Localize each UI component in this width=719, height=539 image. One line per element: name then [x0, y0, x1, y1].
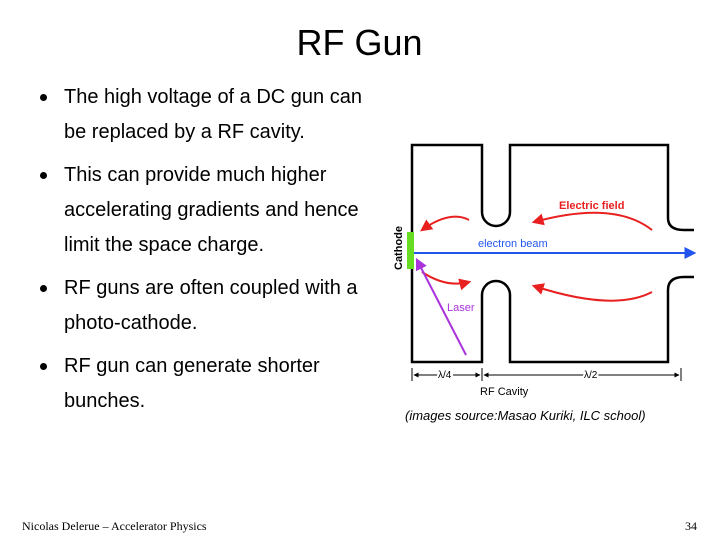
bullet-dot — [40, 172, 47, 179]
image-source-caption: (images source:Masao Kuriki, ILC school) — [405, 408, 646, 423]
bullet-dot — [40, 363, 47, 370]
cavity-lower-wall — [410, 268, 694, 364]
bullet-text: RF guns are often coupled with a photo-c… — [64, 277, 358, 334]
page-number: 34 — [685, 519, 697, 533]
bullet-text: RF gun can generate shorter bunches. — [64, 355, 320, 412]
electron-beam-label: electron beam — [478, 238, 548, 250]
laser-label: Laser — [447, 302, 475, 314]
slide-title: RF Gun — [296, 22, 423, 63]
bullet-dot — [40, 285, 47, 292]
bullet-item: This can provide much higher acceleratin… — [40, 158, 380, 263]
cavity-upper-wall — [410, 143, 694, 233]
bullet-item: RF guns are often coupled with a photo-c… — [40, 271, 380, 341]
cathode-label: Cathode — [393, 226, 405, 270]
field-arrow — [531, 211, 653, 231]
quarter-wave-label: λ/4 — [438, 370, 452, 381]
cathode-plate — [407, 232, 414, 269]
bullet-text: The high voltage of a DC gun can be repl… — [64, 86, 362, 143]
rf-cavity-diagram: Cathode Electric field electron beam Las… — [393, 143, 697, 398]
field-arrow — [420, 215, 470, 232]
bullet-item: RF gun can generate shorter bunches. — [40, 349, 380, 419]
bullet-text: This can provide much higher acceleratin… — [64, 164, 359, 256]
field-arrow — [421, 271, 472, 291]
laser-arrow — [415, 257, 467, 356]
bullet-dot — [40, 94, 47, 101]
electric-field-label: Electric field — [559, 200, 624, 212]
bullet-list: The high voltage of a DC gun can be repl… — [40, 80, 380, 427]
bullet-item: The high voltage of a DC gun can be repl… — [40, 80, 380, 150]
half-wave-label: λ/2 — [584, 370, 598, 381]
footer-author: Nicolas Delerue – Accelerator Physics — [22, 519, 207, 533]
field-arrow — [531, 283, 653, 302]
rf-cavity-label: RF Cavity — [480, 386, 529, 398]
